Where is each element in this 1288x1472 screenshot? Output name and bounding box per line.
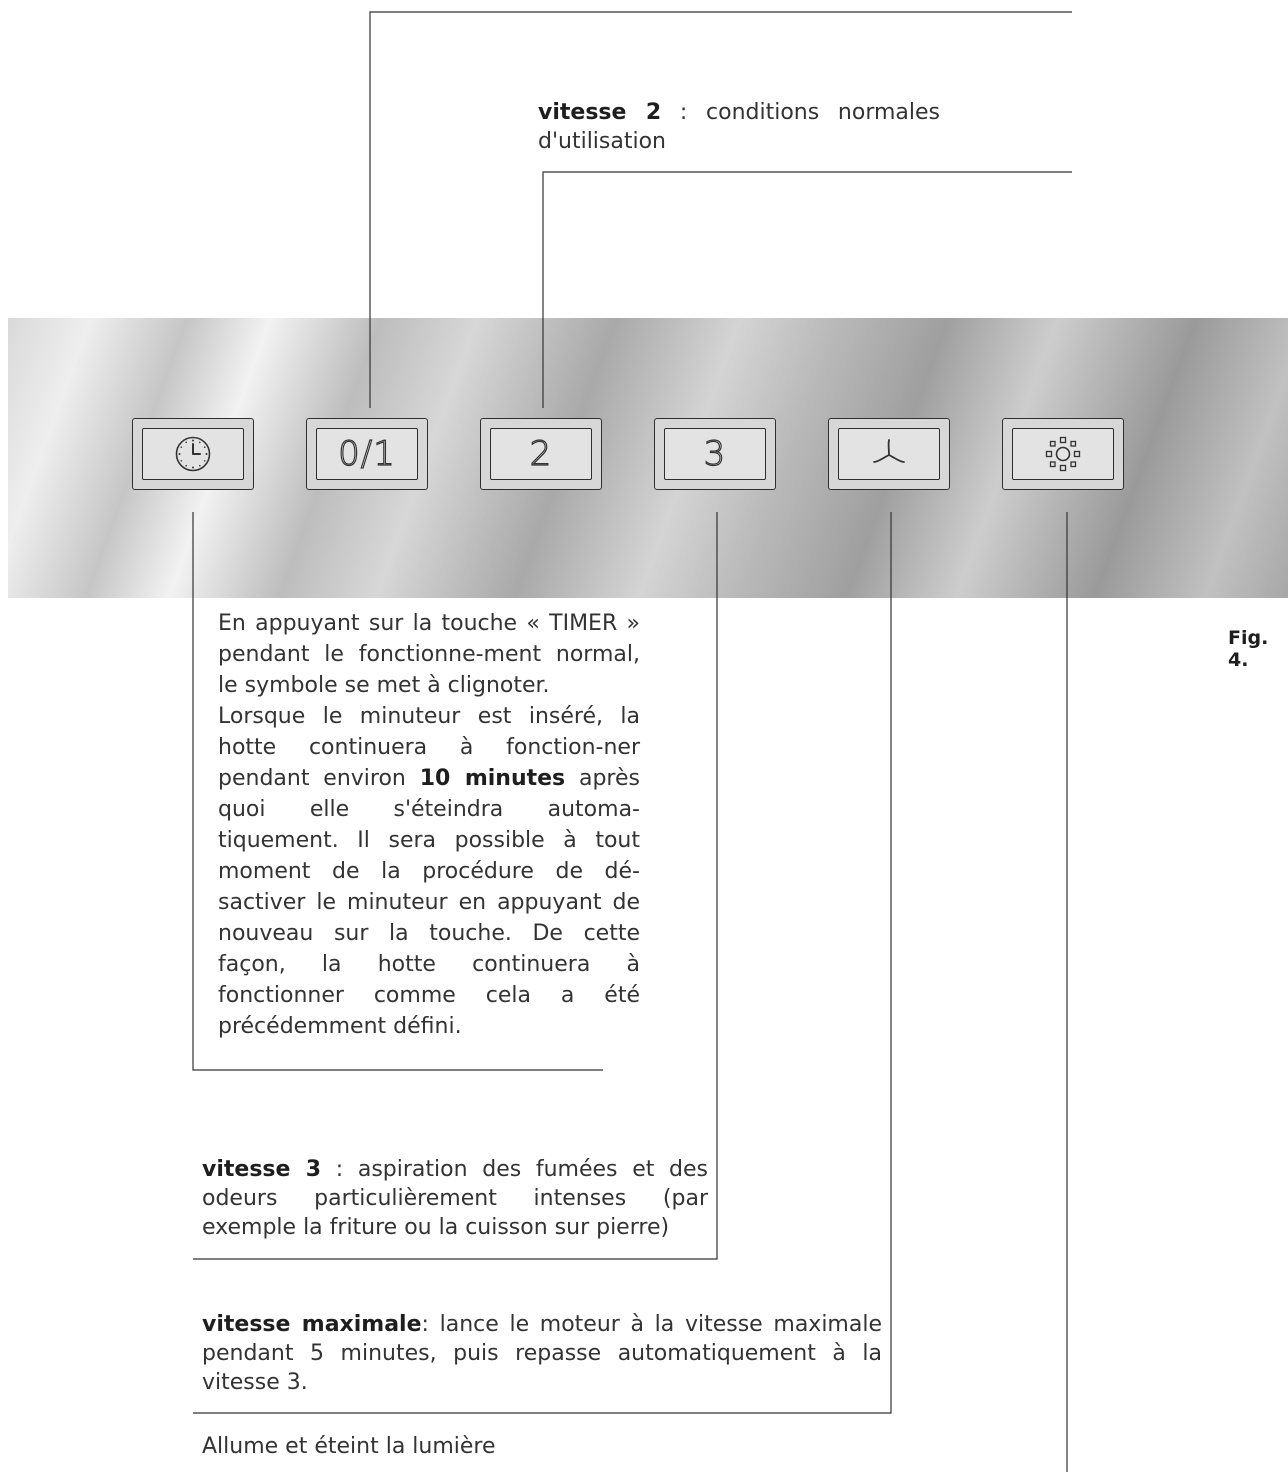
on-off-label: 0/1 [316,428,418,480]
leader-line-speed2 [542,171,1072,408]
speed-2-description: vitesse 2 : conditions normales d'utilis… [538,98,940,156]
timer-paragraph-2: Lorsque le minuteur est inséré, la hotte… [218,701,640,1042]
timer-paragraph-1: En appuyant sur la touche « TIMER » pend… [218,611,640,698]
fan-icon [873,439,905,463]
timer-description: En appuyant sur la touche « TIMER » pend… [218,608,640,1042]
max-speed-term: vitesse maximale [202,1312,422,1337]
leader-line-speed3 [193,512,718,1260]
light-description: Allume et éteint la lumière [202,1434,496,1459]
max-speed-button[interactable] [828,418,950,490]
max-speed-text: : lance le moteur à la vitesse maximale … [202,1312,882,1395]
leader-line-timer [192,512,603,1071]
timer-duration: 10 minutes [419,766,566,791]
speed-3-text: : aspiration des fumées et des odeurs pa… [202,1157,709,1240]
speed-2-text: : conditions normales d'utilisation [538,100,940,154]
speed-2-button[interactable]: 2 [480,418,602,490]
leader-line-onoff [369,11,1072,408]
on-off-button[interactable]: 0/1 [306,418,428,490]
leader-line-max [193,512,892,1414]
light-button[interactable] [1002,418,1124,490]
timer-paragraph-2-end: après quoi elle s'éteindra automa-tiquem… [218,766,640,1039]
timer-paragraph-2-start: Lorsque le minuteur est inséré, la hotte… [218,704,640,791]
timer-button[interactable] [132,418,254,490]
speed-3-button[interactable]: 3 [654,418,776,490]
clock-icon [175,436,211,472]
max-speed-description: vitesse maximale: lance le moteur à la v… [202,1310,882,1397]
speed-3-label: 3 [664,428,766,480]
speed-2-label: 2 [490,428,592,480]
speed-3-term: vitesse 3 [202,1157,322,1182]
figure-label: Fig. 4. [1228,627,1269,671]
speed-3-description: vitesse 3 : aspiration des fumées et des… [202,1155,708,1242]
light-icon [1045,436,1081,472]
speed-2-term: vitesse 2 [538,100,662,125]
